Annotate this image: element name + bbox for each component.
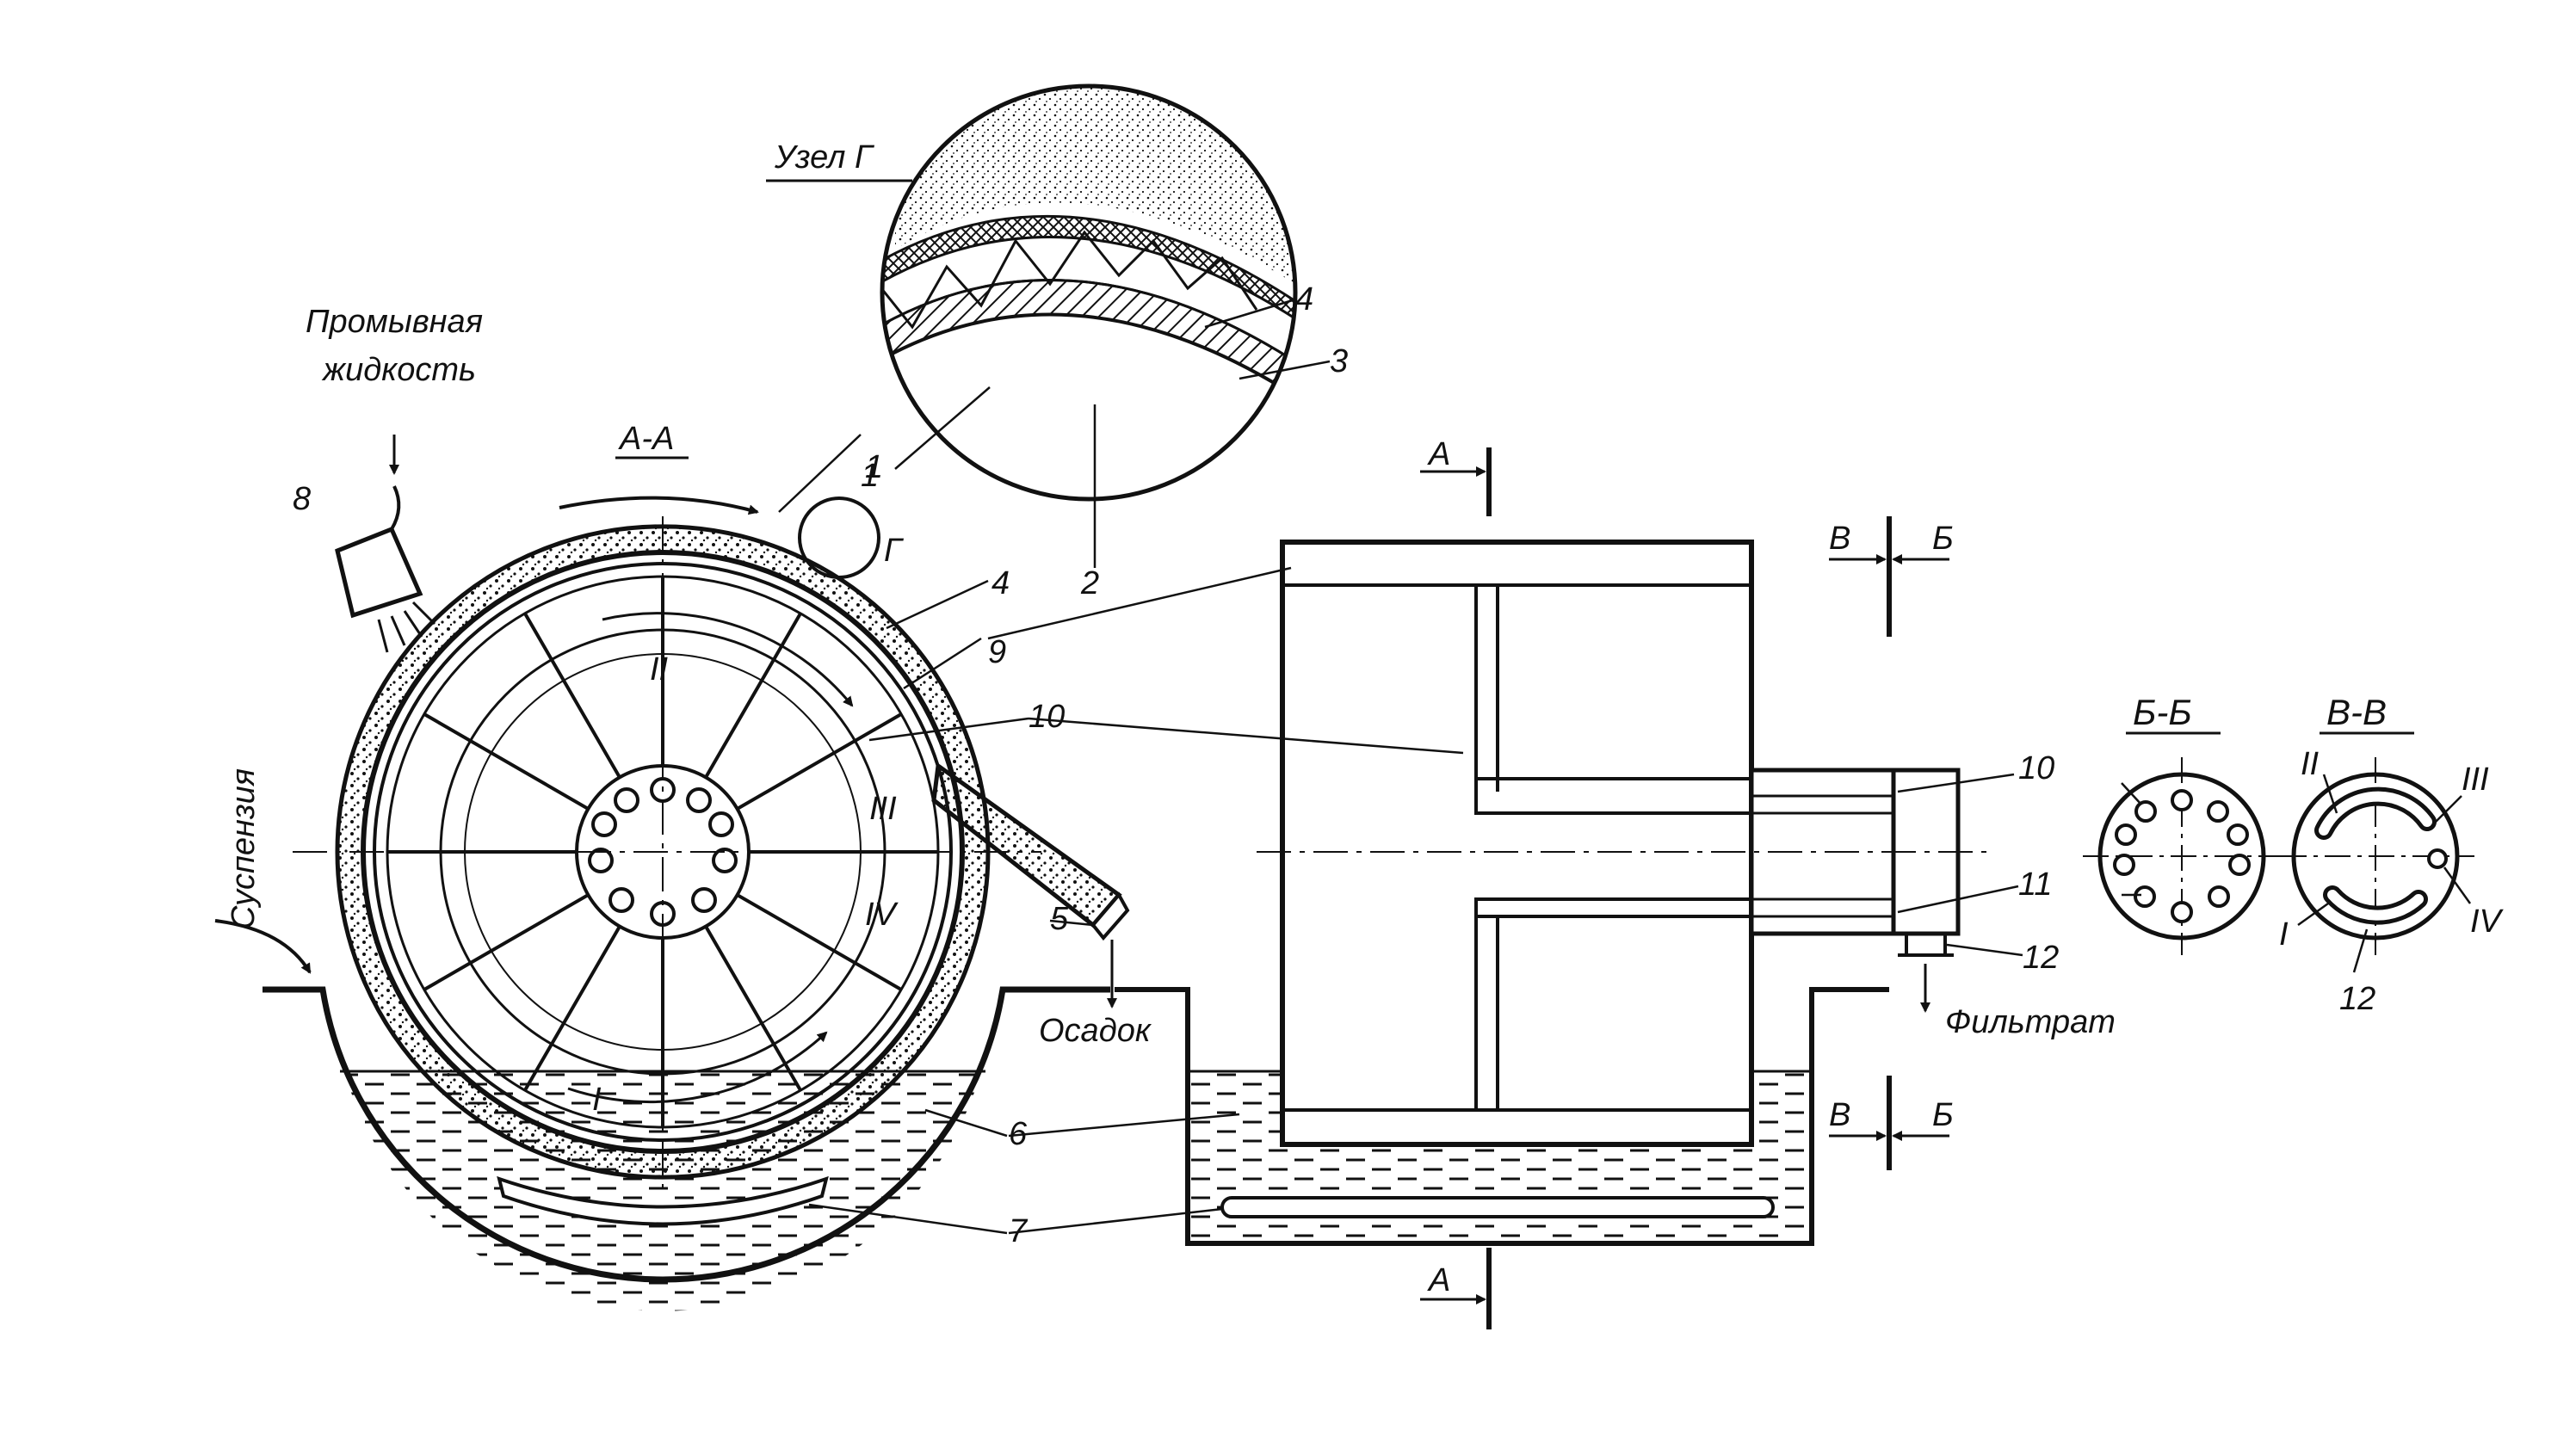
callout-2: 2 [1080,565,1099,601]
callout-1-node: 1 [861,458,879,494]
cut-b-top: Б [1932,521,1954,557]
cut-v-bottom: В [1829,1097,1850,1133]
callout-8: 8 [293,481,311,517]
wash-nozzle [335,435,436,653]
section-aa-view [214,434,1130,1311]
drum-body [1280,540,1754,1147]
suspension-label: Суспензия [225,768,262,929]
vv-zone-III: III [2462,762,2489,798]
section-bb-title: Б-Б [2133,692,2192,732]
tank [1115,987,1889,1246]
section-bb-view [2083,757,2281,955]
callout-3: 3 [1330,343,1348,379]
cut-a-top: А [1427,436,1450,472]
section-vv-title: В-В [2326,692,2387,732]
callout-4-left: 4 [991,565,1010,601]
callout-9: 9 [988,634,1006,670]
node-g-title: Узел Г [774,139,875,176]
suspension-arrow [214,919,312,974]
zone-II: II [650,651,669,688]
callout-10-left: 10 [1029,699,1065,735]
wash-liquid-label-1: Промывная [306,304,483,340]
vv-callout-12: 12 [2339,981,2375,1017]
callout-4-node: 4 [1295,281,1313,318]
zone-IV: IV [865,897,899,933]
longitudinal-view [987,447,2023,1329]
callout-11: 11 [2018,867,2052,903]
wash-liquid-label-2: жидкость [321,352,476,388]
cut-v-top: В [1829,521,1850,557]
callout-1: 1 [865,449,883,485]
sediment-label: Осадок [1039,1013,1152,1049]
callout-12: 12 [2023,940,2059,976]
vv-zone-IV: IV [2470,904,2505,940]
filtrate-label: Фильтрат [1945,1004,2116,1040]
callout-5: 5 [1050,901,1069,937]
cut-b-bottom: Б [1932,1097,1954,1133]
zone-III: III [869,791,897,827]
agitator [497,1175,829,1226]
rotation-arrow [559,496,759,515]
node-g-detail [880,83,1331,568]
vv-zone-II: II [2301,746,2320,782]
zone-I: I [592,1082,602,1118]
vv-zone-I: I [2279,916,2289,953]
node-g-letter: Г [884,533,905,569]
section-aa-title: А-А [618,421,674,457]
callout-10-right: 10 [2018,750,2054,786]
section-vv-view [2281,757,2474,973]
node-g-marker [798,496,880,579]
cut-a-bottom: А [1427,1262,1450,1298]
